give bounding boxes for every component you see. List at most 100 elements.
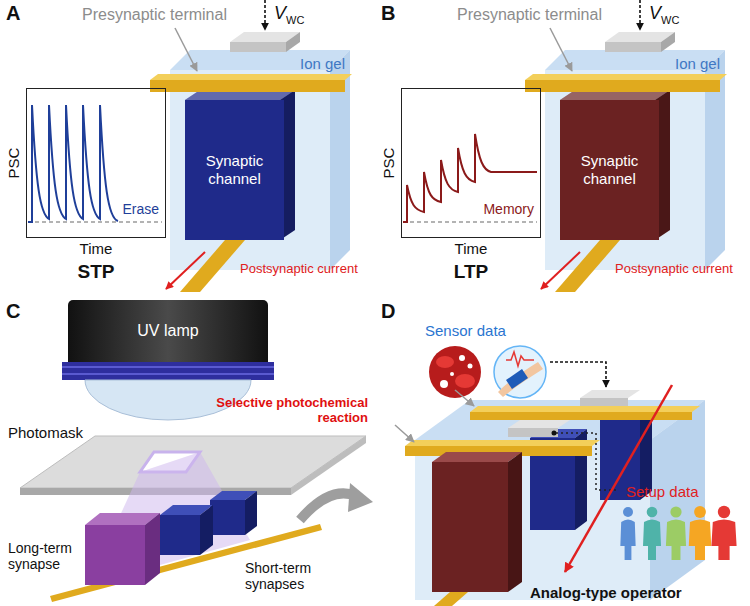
ltp-plot-curves	[403, 134, 537, 222]
body-type-figures	[623, 507, 633, 517]
operator-device	[508, 428, 558, 437]
part-label: Photomask	[8, 424, 83, 441]
uv-lamp-optics	[62, 373, 274, 375]
panel-letter: C	[6, 300, 20, 323]
body-type-figures	[647, 507, 658, 518]
setup-signal-line	[556, 433, 616, 490]
plot-annotation: Memory	[483, 201, 534, 217]
synapse-device	[525, 0, 727, 292]
uv-lamp: UV lamp	[68, 300, 268, 362]
body-type-figures	[670, 506, 681, 517]
synaptic-channel-cube: Synaptic channel	[185, 100, 284, 240]
body-type-figures	[718, 506, 730, 518]
sensor-signal-line	[550, 362, 606, 387]
voltage-symbol: V	[274, 3, 286, 24]
operator-device	[395, 390, 705, 606]
blood-icon	[436, 356, 454, 368]
current-label: Postsynaptic current	[240, 262, 358, 277]
transfer-arrow	[300, 483, 373, 520]
output-current-arrow	[565, 385, 672, 572]
setup-signal-line	[552, 431, 617, 491]
axis-label: PSC	[5, 148, 22, 179]
lamp-label: UV lamp	[137, 322, 198, 340]
synapse-device	[230, 42, 286, 52]
device-title: Analog-type operator	[530, 584, 682, 601]
body-type-figures	[694, 506, 706, 518]
plot-frame: Memory	[401, 88, 541, 238]
plot-frame: Erase	[26, 88, 166, 238]
operator-device	[434, 592, 468, 606]
synaptic-channel-cube: Synaptic channel	[560, 100, 659, 240]
panel-letter: B	[381, 2, 395, 25]
synapse-device	[175, 28, 197, 71]
synapse-device	[150, 80, 345, 92]
synapse-array	[85, 525, 145, 585]
process-note: Selective photochemical reaction	[212, 396, 368, 426]
stp-plot-curves	[28, 105, 118, 222]
synapse-device	[150, 0, 352, 292]
blood-pressure-icon	[506, 352, 534, 366]
blood-icon	[455, 374, 475, 388]
synapse-device	[150, 74, 352, 80]
voltage-subscript: WC	[286, 14, 304, 27]
synapse-array	[160, 515, 200, 555]
body-type-figures	[689, 520, 712, 561]
uv-lamp-optics	[62, 362, 274, 380]
axis-label: PSC	[380, 148, 397, 179]
operator-device	[580, 398, 628, 407]
body-type-figures	[711, 520, 736, 561]
synapse-device	[264, 0, 266, 30]
plot-title: STP	[78, 261, 115, 283]
stp-plot-curves	[28, 221, 162, 222]
output-current-arrow	[565, 385, 672, 572]
uv-lamp-optics	[62, 366, 274, 368]
transfer-arrow	[300, 493, 356, 520]
synapse-array	[200, 505, 213, 555]
operator-device	[432, 462, 508, 592]
synapse-device	[170, 70, 330, 270]
plot-annotation: Erase	[122, 201, 159, 217]
blood-icon	[450, 372, 454, 376]
current-label: Postsynaptic current	[615, 262, 733, 277]
body-type-figures	[643, 520, 661, 561]
setup-signal-line	[552, 431, 557, 436]
stp-plot-curves	[28, 105, 162, 222]
part-label: Presynaptic terminal	[82, 6, 227, 24]
operator-device	[470, 406, 700, 412]
input-label: Setup data	[626, 483, 699, 500]
input-label: Sensor data	[425, 322, 506, 339]
plot-title: LTP	[454, 261, 488, 283]
panel-letter: A	[6, 2, 20, 25]
blood-icon	[440, 380, 448, 388]
uv-lamp-optics	[62, 362, 274, 420]
part-label: Ion gel	[300, 55, 345, 72]
blood-icon	[459, 355, 465, 361]
synapse-array	[210, 500, 245, 535]
channel-label: Synaptic channel	[566, 152, 653, 188]
operator-device	[508, 452, 522, 592]
synapse-device	[150, 0, 352, 292]
body-type-figures	[620, 520, 635, 561]
ltp-plot-curves	[403, 221, 537, 222]
part-label: Short-term synapses	[245, 560, 335, 592]
panel-letter: D	[381, 300, 395, 323]
transfer-arrow	[348, 483, 373, 512]
operator-device	[508, 420, 570, 428]
operator-device	[405, 440, 600, 446]
blood-pressure-icon	[506, 369, 528, 389]
blood-pressure-icon	[494, 346, 546, 398]
synapse-array	[145, 513, 160, 585]
synapse-device	[286, 32, 300, 52]
ltp-plot-curves	[403, 134, 537, 222]
axis-label: Time	[80, 240, 113, 257]
body-type-figures	[620, 506, 736, 560]
part-label: Long-term synapse	[8, 540, 82, 572]
body-type-figures	[666, 520, 686, 561]
operator-device	[580, 390, 640, 398]
part-label: Ion gel	[675, 55, 720, 72]
blood-icon	[468, 364, 473, 369]
voltage-subscript: WC	[661, 14, 679, 27]
part-label: Presynaptic terminal	[457, 6, 602, 24]
sensor-signal-line	[550, 362, 606, 387]
